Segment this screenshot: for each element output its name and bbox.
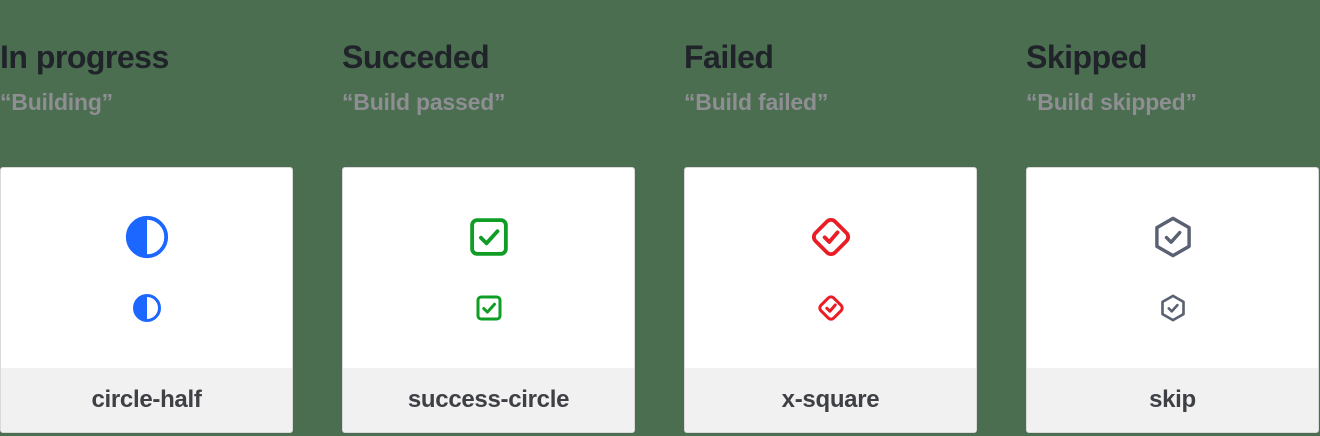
icon-card-circle-half[interactable]: circle-half [0,167,293,433]
diamond-check-icon [817,294,844,321]
icon-name-label: circle-half [91,386,202,413]
icon-preview-area [685,168,976,368]
icon-name-label: x-square [781,386,880,413]
hexagon-check-icon [1154,216,1191,257]
icon-preview-area [1,168,292,368]
icon-name-footer: x-square [685,368,976,432]
icon-preview-area [343,168,634,368]
icon-preview-area [1027,168,1318,368]
status-subtitle: “Building” [0,89,113,115]
status-subtitle: “Build failed” [684,89,829,115]
hexagon-check-icon [1160,294,1185,321]
column-succeded: Succeded “Build passed” success-circle [342,40,635,433]
diamond-check-icon [811,217,850,256]
icon-card-x-square[interactable]: x-square [684,167,977,433]
status-heading: Failed [684,39,774,75]
status-heading: Succeded [342,39,490,75]
square-check-icon [469,217,508,256]
status-subtitle: “Build skipped” [1026,89,1197,115]
circle-half-icon [125,215,168,258]
icon-card-skip[interactable]: skip [1026,167,1319,433]
icon-card-success-circle[interactable]: success-circle [342,167,635,433]
status-heading: In progress [0,39,169,75]
column-skipped: Skipped “Build skipped” skip [1026,40,1319,433]
column-in-progress: In progress “Building” circle-half [0,40,293,433]
icon-name-footer: circle-half [1,368,292,432]
square-check-icon [476,295,502,321]
column-failed: Failed “Build failed” x-square [684,40,977,433]
icon-name-footer: skip [1027,368,1318,432]
status-subtitle: “Build passed” [342,89,506,115]
status-heading: Skipped [1026,39,1147,75]
circle-half-icon [132,293,161,322]
icon-name-footer: success-circle [343,368,634,432]
icon-name-label: skip [1149,386,1196,413]
icon-name-label: success-circle [407,386,570,413]
